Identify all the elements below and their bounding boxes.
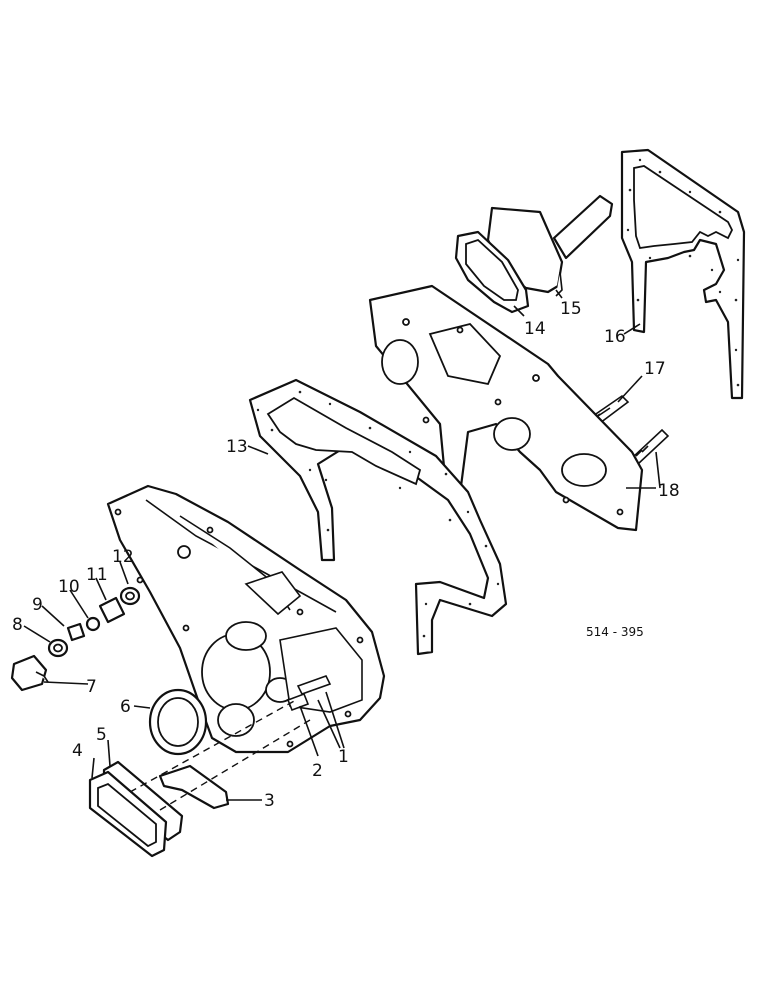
- callout-13: 13: [226, 437, 248, 457]
- callout-15: 15: [560, 299, 582, 319]
- part-6-oil-seal: [148, 688, 208, 756]
- drawing-reference-code: 514 - 395: [586, 625, 644, 639]
- callout-10: 10: [58, 577, 80, 597]
- callout-7: 7: [86, 677, 97, 697]
- part-4-cover: [88, 770, 168, 858]
- callout-3: 3: [264, 791, 275, 811]
- part-3-bracket: [158, 764, 230, 810]
- part-14-gasket: [454, 230, 530, 314]
- callout-11: 11: [86, 565, 108, 585]
- part-18-stud: [630, 428, 670, 466]
- part-1-stud: [296, 675, 332, 695]
- leader-lines: [23, 289, 661, 801]
- callout-18: 18: [658, 481, 680, 501]
- part-10-ring: [85, 616, 101, 632]
- callout-4: 4: [72, 741, 83, 761]
- part-9-nut: [66, 622, 86, 642]
- callout-16: 16: [604, 327, 626, 347]
- part-8-washer: [47, 638, 69, 658]
- callout-6: 6: [120, 697, 131, 717]
- callout-9: 9: [32, 595, 43, 615]
- part-13-gasket: [248, 378, 508, 656]
- callout-17: 17: [644, 359, 666, 379]
- callout-8: 8: [12, 615, 23, 635]
- callout-14: 14: [524, 319, 546, 339]
- part-11-adapter: [98, 596, 126, 624]
- callout-1: 1: [338, 747, 349, 767]
- assembly-centerline: [129, 699, 297, 793]
- timing-case-cover: [106, 484, 386, 754]
- callout-5: 5: [96, 725, 107, 745]
- part-16-gasket: [620, 148, 746, 400]
- part-2-dowel: [286, 692, 310, 712]
- timing-adapter-plate: [368, 284, 644, 532]
- callout-2: 2: [312, 761, 323, 781]
- part-12-washer: [119, 586, 141, 606]
- assembly-centerline: [159, 719, 311, 811]
- part-7-sender-unit: [10, 654, 49, 692]
- callout-12: 12: [112, 547, 134, 567]
